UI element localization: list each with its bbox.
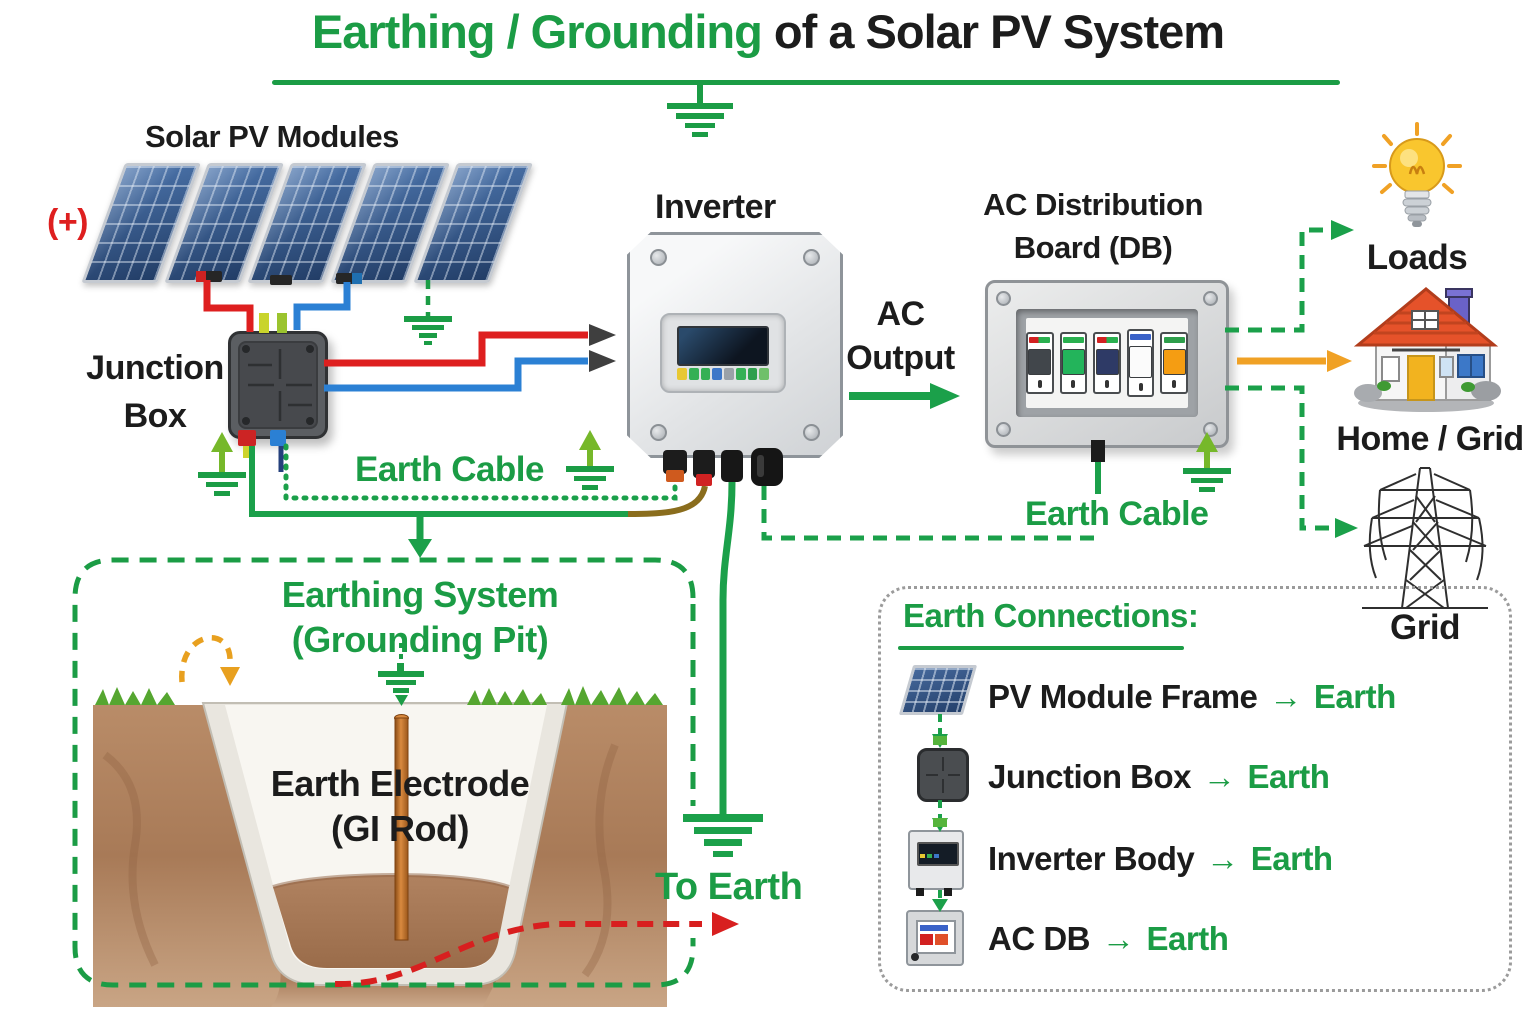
acdb-recess [1016,309,1198,417]
dc-positive-wire [203,280,254,332]
house-icon [1350,283,1502,413]
junction-ground-symbol-icon [198,432,246,496]
inverter-icon [908,830,964,896]
to-earth-label: To Earth [655,866,803,908]
db-to-grid-wire [1225,385,1334,531]
earth-cable-label-right: Earth Cable [1025,495,1209,533]
earth-cable-label-left: Earth Cable [355,450,545,489]
earthing-system-label: Earthing System (Grounding Pit) [281,574,559,660]
ac-output-label: AC Output [846,295,955,378]
arrow-icon: → [1102,920,1135,957]
junction-box-cover [238,341,318,429]
breaker [1160,332,1188,394]
earth-electrode-label: Earth Electrode (GI Rod) [270,763,530,849]
breaker [1059,332,1088,394]
polarity-label: (+) [47,203,89,241]
db-to-loads-wire [1225,227,1330,333]
page-title: Earthing / Grounding of a Solar PV Syste… [0,5,1536,59]
dc-wire-to-inverter-neg [324,357,588,392]
legend-row-inverter: Inverter Body→Earth [988,840,1333,877]
arrow-icon: → [1206,840,1239,877]
junction-box-device [228,331,328,439]
arrow-icon: → [1269,678,1302,715]
ac-db-label: AC Distribution Board (DB) [983,187,1203,266]
solar-pv-array [81,163,540,283]
transmission-tower-icon [1358,460,1492,612]
junction-box-label: Junction Box [86,349,224,435]
ac-db-icon [906,910,964,966]
legend-row-junction: Junction Box→Earth [988,758,1330,795]
dc-negative-wire [293,282,351,330]
legend-row-acdb: AC DB→Earth [988,920,1229,957]
junction-box-icon [917,748,969,802]
pv-ground-symbol-icon [404,316,452,345]
loads-label: Loads [1366,238,1468,277]
dc-wire-to-inverter-pos [324,331,588,367]
acdb-panel [1026,318,1188,408]
legend-row-pv: PV Module Frame→Earth [988,678,1396,715]
earth-connections-panel [878,586,1512,992]
ac-distribution-board-device [985,280,1229,448]
inverter-display [660,313,786,393]
breaker [1093,332,1121,394]
grid-label: Grid [1390,608,1460,647]
bulb-icon [1372,122,1462,234]
breaker [1026,332,1054,394]
inverter-device [627,232,843,458]
title-underline [272,80,1340,85]
arrow-icon: → [1203,758,1236,795]
page-title-highlight: Earthing / Grounding [311,5,763,58]
breaker [1126,329,1155,397]
title-ground-symbol-icon [667,85,733,137]
inverter-ground-symbol-icon [566,430,614,490]
inverter-buttons [677,368,769,380]
legend-title: Earth Connections: [903,597,1199,634]
inverter-label: Inverter [655,188,776,226]
solar-modules-label: Solar PV Modules [145,119,399,154]
home-grid-label: Home / Grid [1336,420,1524,458]
page-title-rest: of a Solar PV System [761,5,1225,58]
inverter-screen [677,326,769,366]
inverter-earth-wire [719,481,736,814]
legend-underline [898,646,1184,650]
